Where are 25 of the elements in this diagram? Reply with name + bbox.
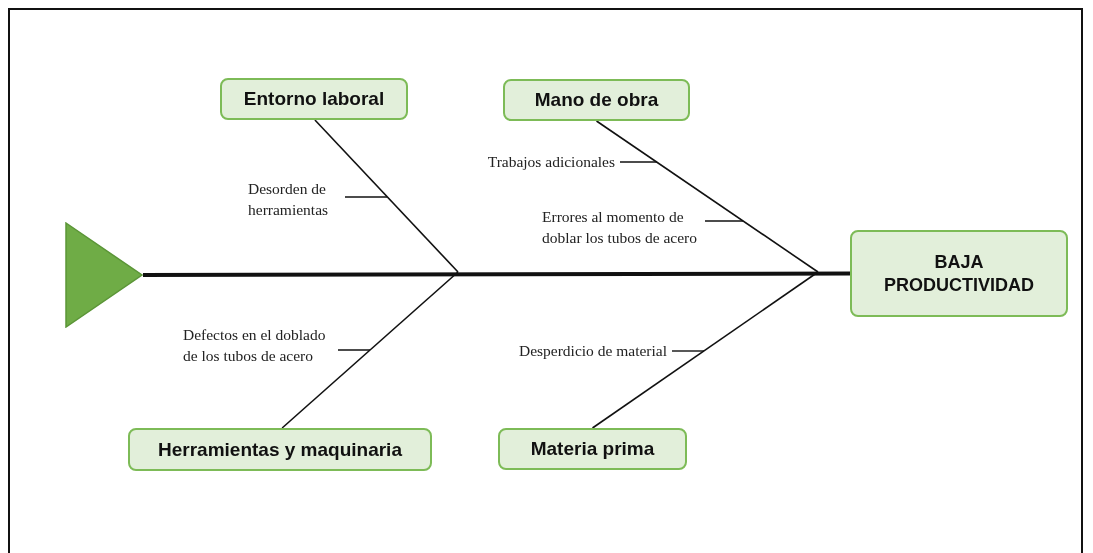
bone-line <box>595 120 819 273</box>
box-title: Materia prima <box>530 437 655 461</box>
leader-line <box>671 350 705 352</box>
cause-text: Desperdicio de material <box>518 340 667 361</box>
spine-line <box>143 271 850 277</box>
leader-line <box>619 161 658 163</box>
category-box <box>128 428 432 471</box>
leader-line <box>337 349 371 351</box>
box-title: Mano de obra <box>534 88 659 112</box>
leader-line <box>344 196 388 198</box>
cause-text: Errores al momento de doblar los tubos de acero <box>542 207 698 248</box>
category-box <box>503 79 690 121</box>
cause-text: Desorden de herramientas <box>248 179 330 220</box>
triangle-shape <box>65 222 143 328</box>
category-box <box>498 428 687 470</box>
cause-text: Defectos en el doblado de los tubos de acero <box>183 325 327 366</box>
leader-line <box>704 220 744 222</box>
box-title: Herramientas y maquinaria <box>158 437 402 462</box>
bone-line <box>314 119 459 273</box>
box-title: BAJA PRODUCTIVIDAD <box>883 251 1035 296</box>
cause-text: Trabajos adicionales <box>487 151 615 172</box>
bone-line <box>281 271 459 429</box>
box-title: Entorno laboral <box>243 87 385 111</box>
category-box <box>220 78 408 120</box>
problem-box <box>850 230 1068 317</box>
